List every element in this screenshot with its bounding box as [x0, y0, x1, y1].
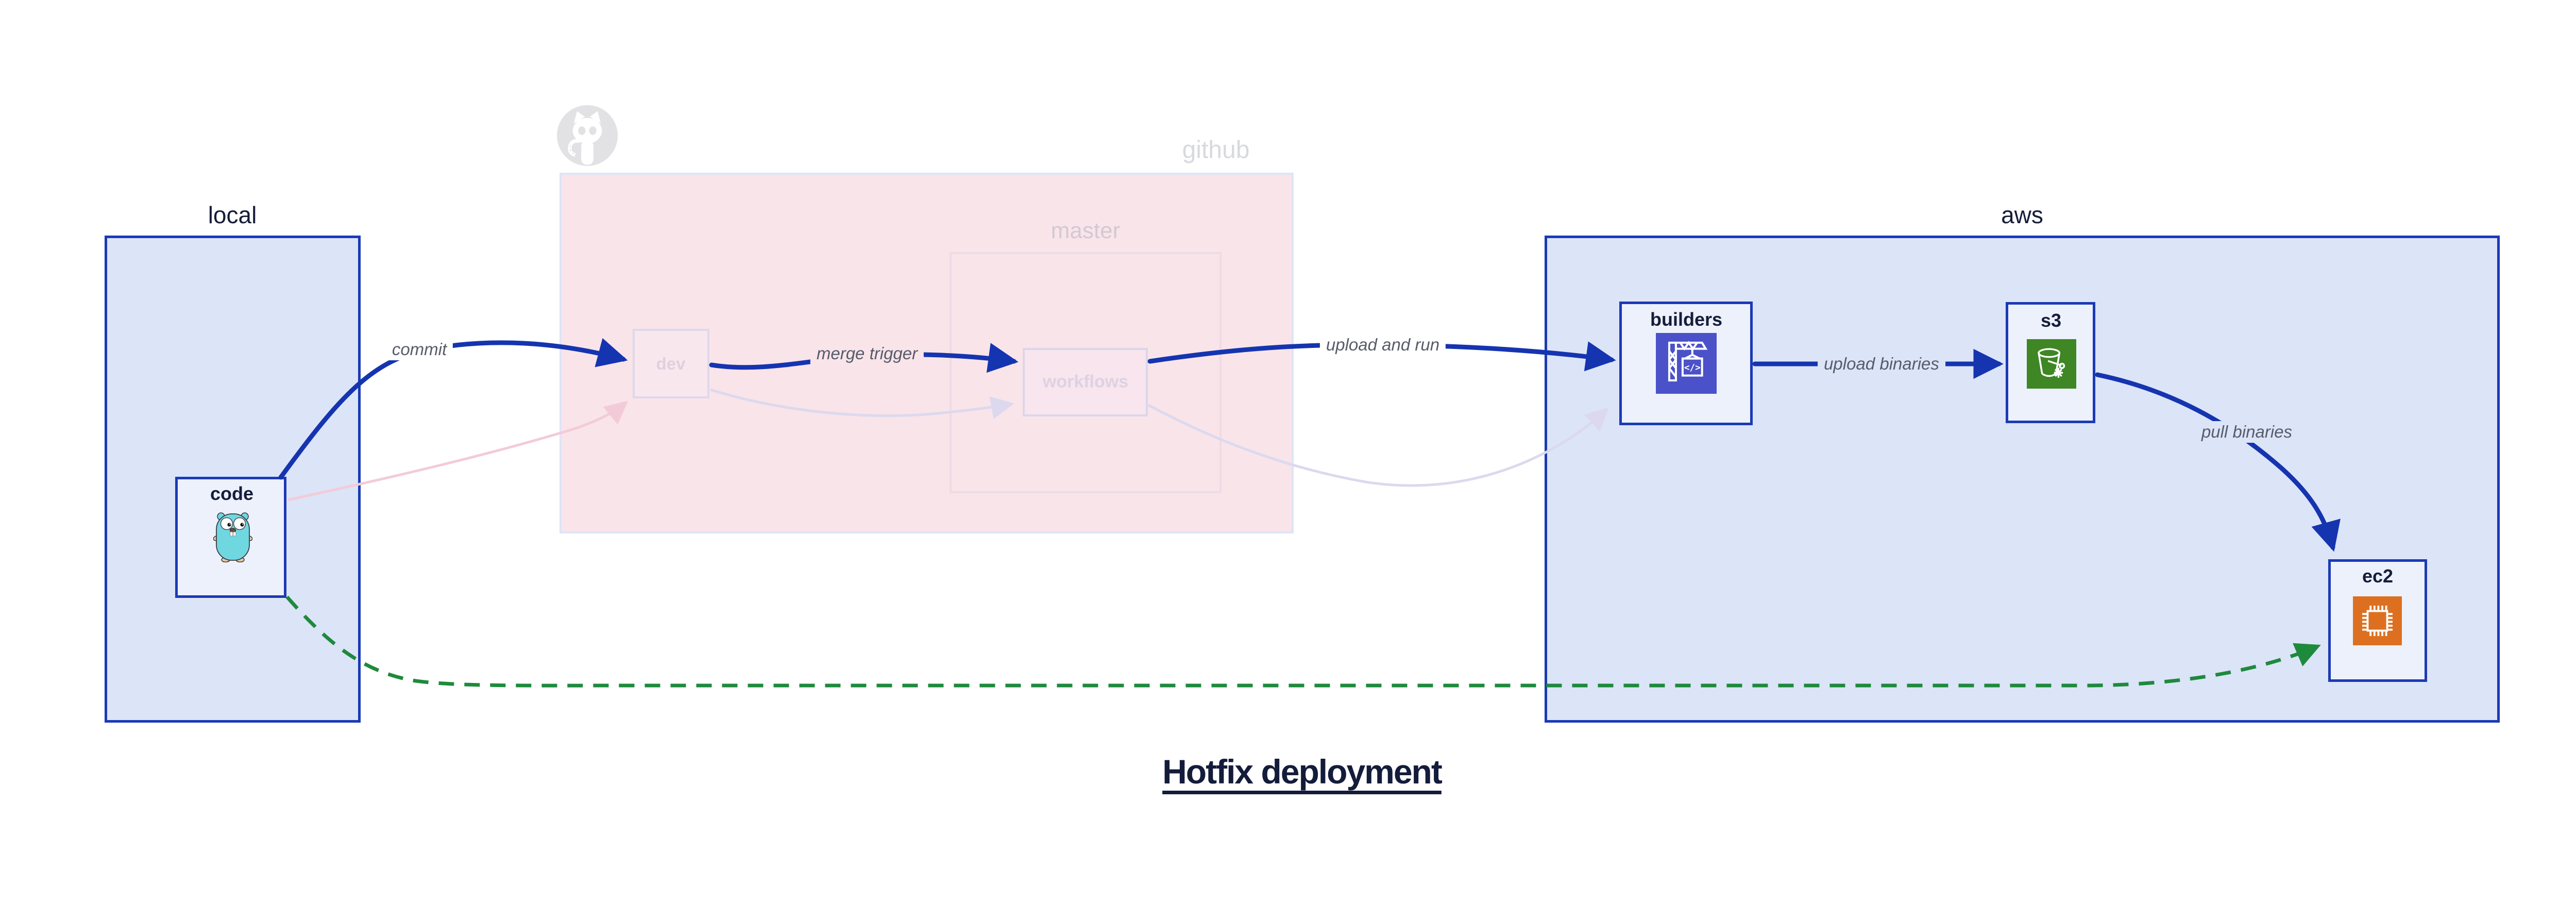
- aws-container-label: aws: [2001, 202, 2043, 228]
- ec2-node-label: ec2: [2362, 565, 2394, 587]
- octocat-icon: [557, 105, 618, 166]
- github-container-label: github: [1182, 136, 1250, 164]
- code-node-label: code: [210, 483, 254, 504]
- ec2-chip-icon: [2353, 596, 2402, 645]
- svg-text:</>: </>: [1684, 363, 1701, 373]
- workflows-node: [1023, 348, 1148, 416]
- master-branch-container: [950, 252, 1222, 493]
- diagram-title: Hotfix deployment: [1162, 753, 1443, 791]
- s3-node-label: s3: [2040, 310, 2062, 331]
- dev-branch-label: dev: [656, 354, 686, 373]
- go-gopher-icon: [213, 512, 252, 562]
- local-container-label: local: [208, 202, 257, 228]
- s3-glacier-bucket-icon: [2027, 339, 2076, 389]
- edge-label-pull-binaries: pull binaries: [2195, 421, 2299, 443]
- edge-label-commit: commit: [385, 339, 453, 360]
- edge-label-upload-and-run: upload and run: [1319, 334, 1446, 356]
- codebuild-crane-icon: </>: [1656, 333, 1717, 394]
- edge-label-upload-binaries: upload binaries: [1818, 353, 1945, 375]
- dev-branch-node: [633, 329, 709, 398]
- master-branch-label: master: [1050, 218, 1121, 243]
- builders-node-label: builders: [1650, 309, 1723, 330]
- edge-label-merge-trigger: merge trigger: [810, 343, 924, 364]
- workflows-label: workflows: [1042, 372, 1129, 392]
